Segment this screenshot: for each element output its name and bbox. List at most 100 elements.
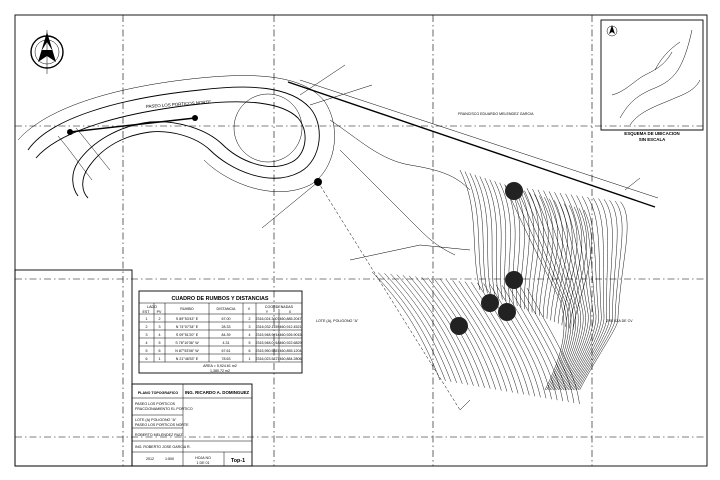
bearings-table <box>138 290 303 374</box>
table-cell: 6 <box>159 349 161 353</box>
contour-line <box>378 171 484 382</box>
contour-line <box>371 169 481 381</box>
header-coordenadas: COORDENADAS <box>265 305 294 309</box>
contour-line <box>515 186 569 391</box>
location-map-scale: SIN ESCALA <box>639 137 666 142</box>
topographic-contours <box>371 169 628 405</box>
subheader-x: X <box>289 310 292 314</box>
title-drawn-by: ROBERTO MELENDEZ RUIZ <box>135 433 183 437</box>
table-area: AREA = 5,924.61 m2 <box>203 364 237 368</box>
contour-line <box>390 174 492 383</box>
location-north-icon <box>606 25 618 37</box>
table-cell: 4 <box>159 333 161 337</box>
contour-line <box>489 200 563 399</box>
table-cell: S 78°10'36" W <box>175 341 199 345</box>
table-cell: 4 <box>249 333 251 337</box>
header-v: V <box>248 307 251 311</box>
contour-line <box>571 197 605 391</box>
table-cell: 6 <box>146 357 148 361</box>
contour-line <box>510 185 567 391</box>
contour-line <box>526 188 574 391</box>
table-cell: 2315,950.5857 <box>256 349 280 353</box>
title-block <box>131 383 253 467</box>
subheader-est: EST <box>143 310 151 314</box>
header-lado: LADO <box>147 305 157 309</box>
table-cell: 2 <box>146 325 148 329</box>
table-cell: 78.63 <box>222 357 231 361</box>
table-cell: 4.31 <box>223 341 230 345</box>
header-distancia: DISTANCIA <box>217 307 237 311</box>
contour-line <box>579 201 628 391</box>
contour-line <box>409 179 503 386</box>
table-cell: 2316,024.3607 <box>256 317 280 321</box>
table-cell: 3 <box>159 325 161 329</box>
table-title: CUADRO DE RUMBOS Y DISTANCIAS <box>171 296 268 302</box>
table-cell: 5 <box>159 341 161 345</box>
contour-line <box>508 205 578 402</box>
table-cell: S 89°53'43" E <box>176 317 199 321</box>
north-arrow-icon <box>30 30 64 74</box>
table-cell: 67.00 <box>222 317 231 321</box>
contour-line <box>567 196 599 391</box>
title-reviewed-by: ING. ROBERTO JOSE GARCIA R. <box>135 445 191 449</box>
table-cell: 1 <box>146 317 148 321</box>
road-label: PASEO LOS PORTICOS NORTE <box>146 99 212 109</box>
property-boundary <box>287 79 659 411</box>
contour-line <box>440 187 525 391</box>
contour-line <box>452 190 535 393</box>
title-sheet-label-1: HOJA NO <box>195 456 211 460</box>
table-cell: 2 <box>249 317 251 321</box>
contour-line <box>427 184 516 389</box>
contour-line <box>537 189 579 391</box>
table-cell: 2315,948.9744 <box>256 333 280 337</box>
contour-line <box>384 173 488 383</box>
table-cell: 4 <box>146 341 148 345</box>
table-cell: 460,885.2047 <box>280 317 302 321</box>
contour-line <box>564 194 594 391</box>
table-cell: 460,926.9015 <box>280 333 302 337</box>
title-owner-1: LOTE (A) POLIGONO "A" <box>135 418 177 422</box>
contour-line <box>514 206 583 403</box>
contour-line <box>566 195 597 391</box>
title-engineer: ING. RICARDO A. DOMINGUEZ <box>185 390 250 395</box>
table-cell: N 21°46'53" E <box>176 357 199 361</box>
contour-line <box>569 196 602 391</box>
contour-line <box>532 188 577 391</box>
sheet-border <box>14 14 708 467</box>
table-cell: 1 <box>249 357 251 361</box>
table-cell: 460,922.6829 <box>280 341 302 345</box>
contour-line <box>548 191 584 391</box>
contour-line <box>502 203 573 401</box>
table-cell: 5 <box>146 349 148 353</box>
contour-line <box>471 195 549 396</box>
title-project: PLANO TOPOGRAFICO <box>138 391 178 395</box>
table-cell: 460,912.4521 <box>280 325 302 329</box>
contour-line <box>520 208 587 404</box>
location-map-inset <box>600 19 704 131</box>
table-cell: 3 <box>146 333 148 337</box>
table-cell: N 87°53'06" W <box>175 349 199 353</box>
table-cell: 2 <box>159 317 161 321</box>
title-scale: 1:500 <box>165 457 174 461</box>
table-cell: N 74°07'34" E <box>176 325 199 329</box>
title-sheet-label-2: 1 DE 01 <box>197 461 210 465</box>
tree-symbols <box>450 182 523 335</box>
contour-line <box>504 184 565 391</box>
contour-line <box>574 199 613 391</box>
table-cell: 5 <box>249 341 251 345</box>
contour-line <box>576 200 618 391</box>
lot-label: LOTE (A), POLIGONO "A" <box>316 319 359 323</box>
contour-line <box>396 176 496 384</box>
table-cell: 2316,032.1159 <box>256 325 280 329</box>
road-curve <box>17 75 335 199</box>
table-cell: 3 <box>249 325 251 329</box>
subheader-y: Y <box>266 310 269 314</box>
table-headers: LADO RUMBO DISTANCIA V COORDENADAS EST P… <box>143 305 294 314</box>
contour-line <box>577 200 623 391</box>
header-rumbo: RUMBO <box>180 307 194 311</box>
table-cell: 28.33 <box>222 325 231 329</box>
contour-line <box>543 190 581 391</box>
table-cell: 460,855.1204 <box>280 349 302 353</box>
table-cell: 1 <box>159 357 161 361</box>
